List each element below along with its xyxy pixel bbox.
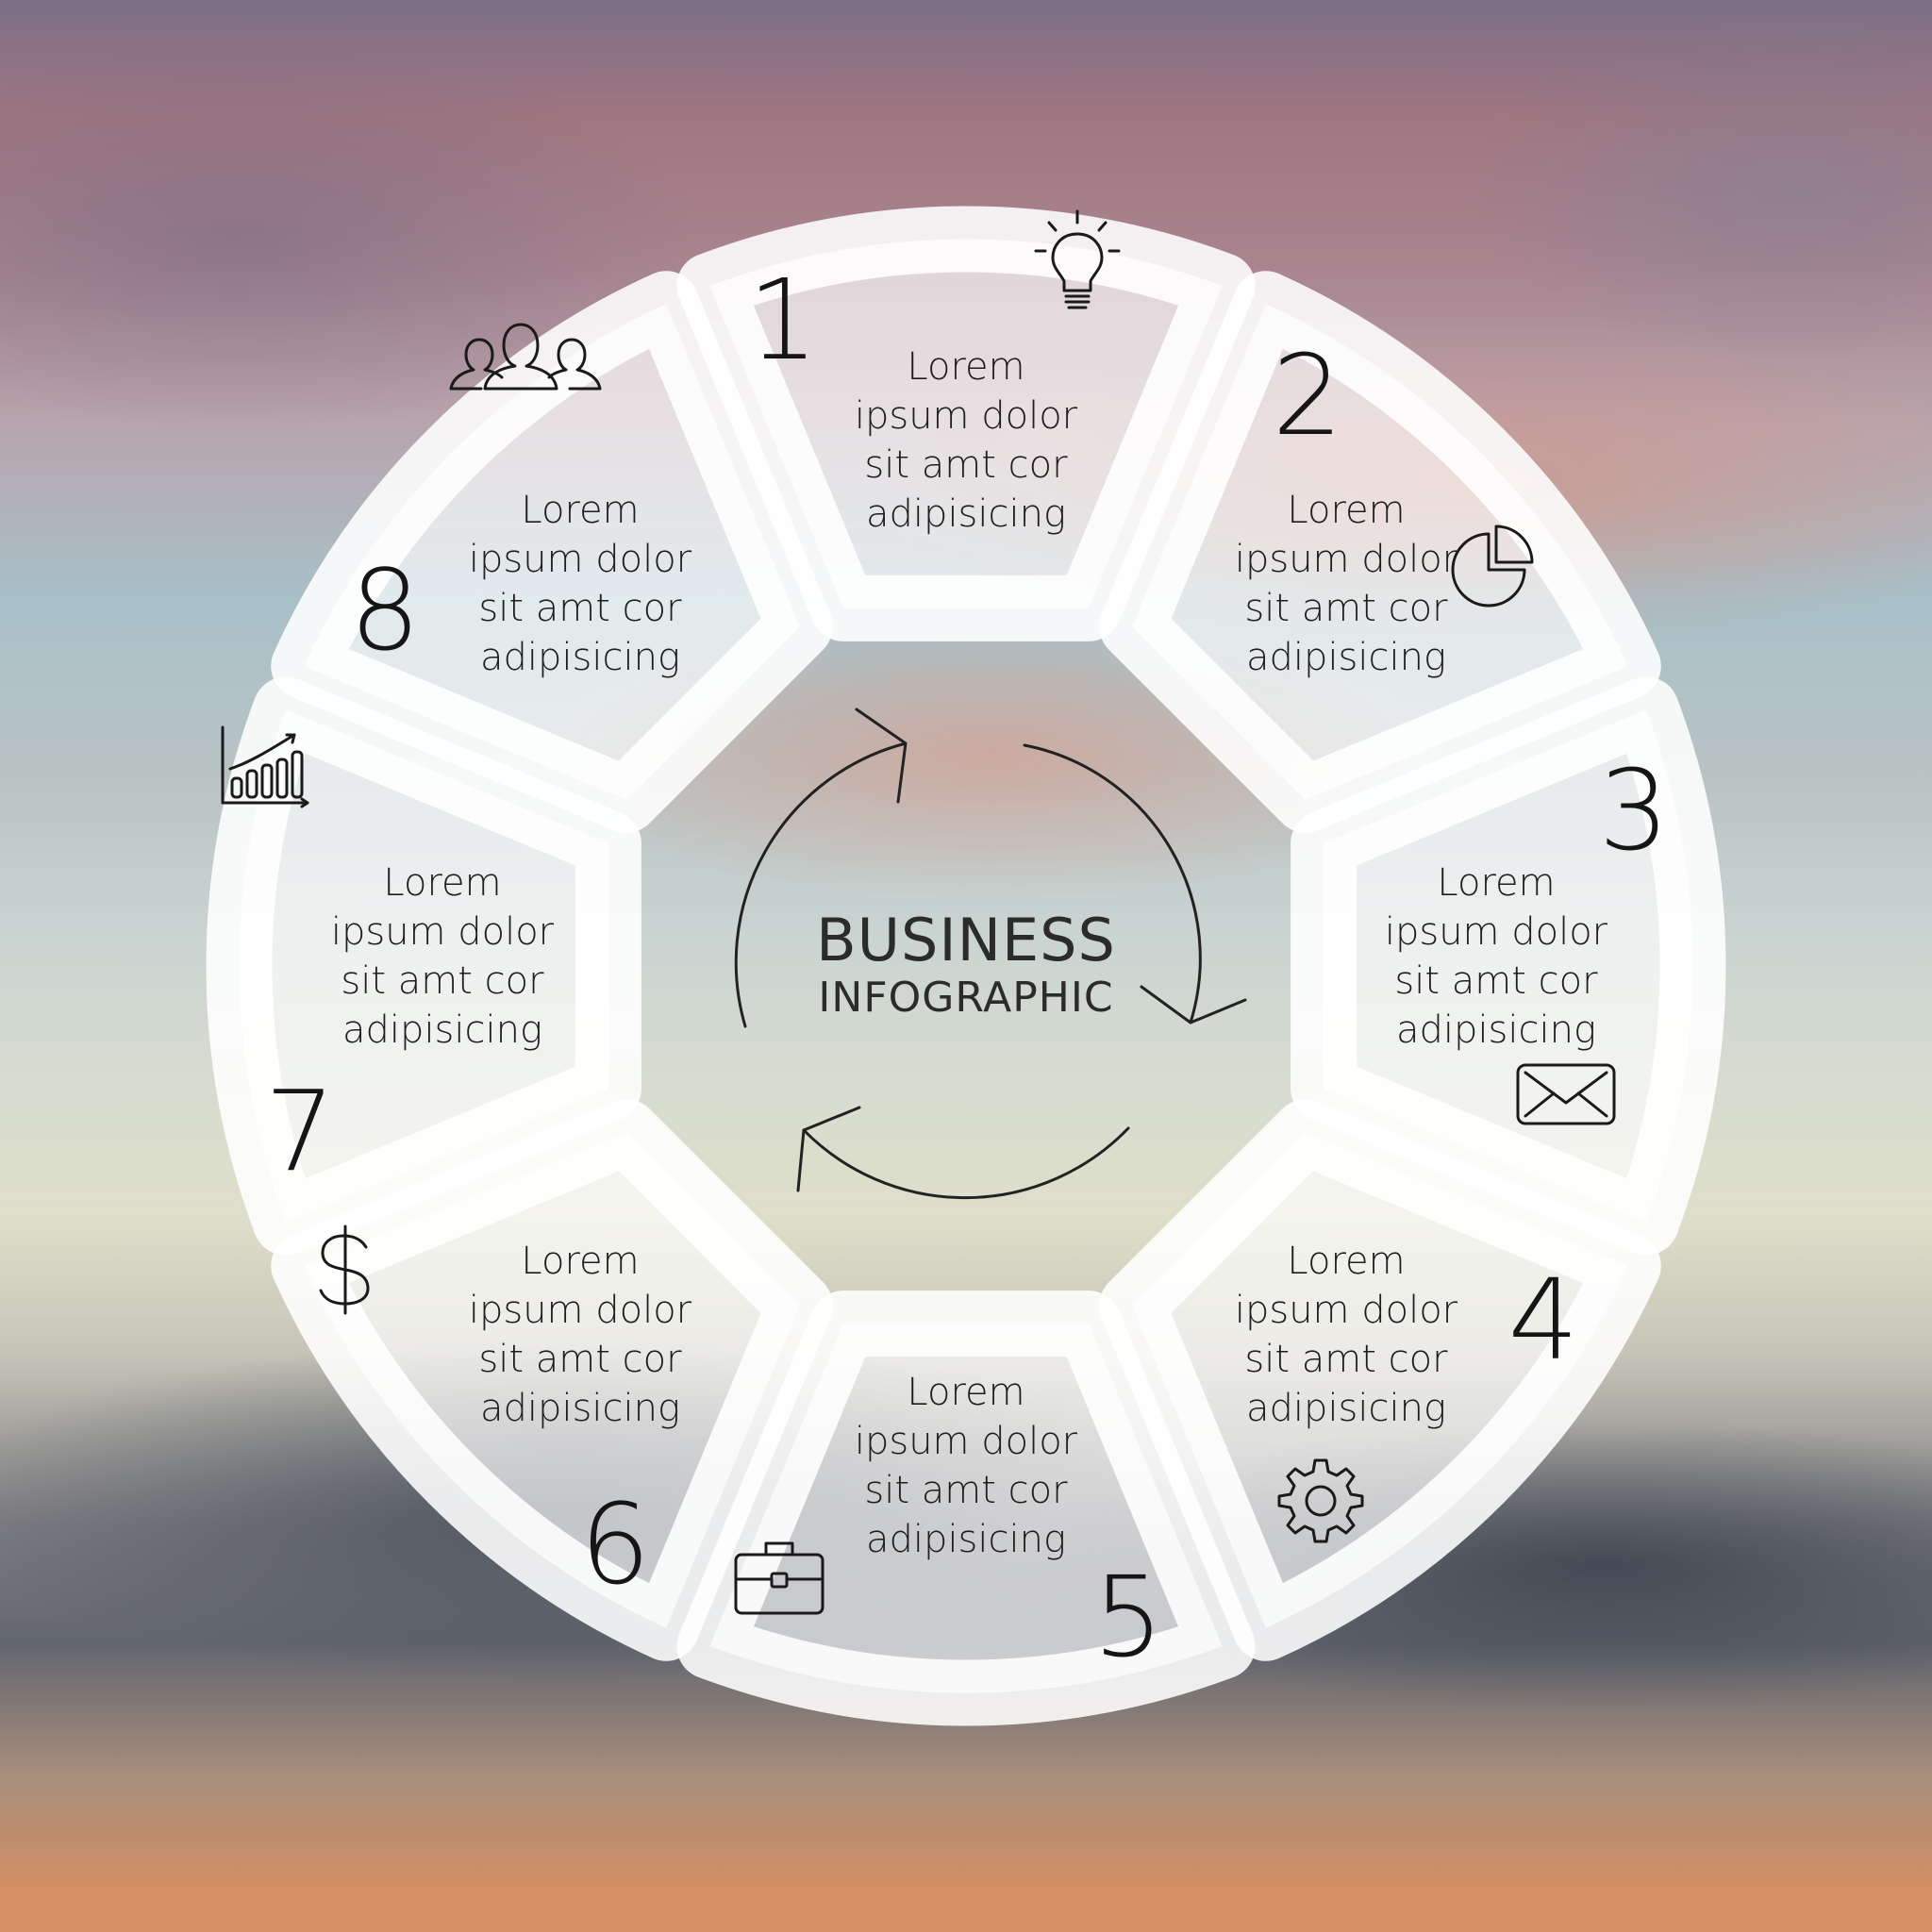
lightbulb-icon xyxy=(1030,206,1124,319)
segment-text-line: ipsum dolor xyxy=(468,538,692,581)
segments-group xyxy=(206,206,1726,1726)
envelope-icon xyxy=(1514,1061,1618,1127)
arrowhead-bottom xyxy=(796,1106,861,1192)
arc-arrow-top-right xyxy=(1023,743,1202,1024)
segment-1-text: Lorem ipsum dolor sit amt cor adipisicing xyxy=(824,342,1108,539)
segment-5-text: Lorem ipsum dolor sit amt cor adipisicing xyxy=(824,1368,1108,1564)
segment-text-line: sit amt cor xyxy=(478,1338,682,1381)
segment-text-line: ipsum dolor xyxy=(854,1420,1078,1463)
segment-text-line: Lorem xyxy=(1287,1240,1406,1283)
segment-text-line: adipisicing xyxy=(1246,636,1446,679)
dollar-icon xyxy=(308,1223,383,1317)
segment-text-line: adipisicing xyxy=(480,636,680,679)
center-title: BUSINESS xyxy=(816,906,1116,974)
people-group-icon xyxy=(445,313,606,398)
arc-arrow-bottom xyxy=(802,1126,1130,1200)
segment-5-number: 5 xyxy=(1092,1552,1164,1682)
segment-4-number: 4 xyxy=(1507,1255,1579,1385)
segment-8-number: 8 xyxy=(349,545,421,675)
pie-chart-icon xyxy=(1445,519,1540,613)
segment-2-text: Lorem ipsum dolor sit amt cor adipisicing xyxy=(1205,486,1488,682)
segment-text-line: Lorem xyxy=(521,489,640,532)
segment-7-text: Lorem ipsum dolor sit amt cor adipisicing xyxy=(301,858,584,1055)
segment-2-number: 2 xyxy=(1272,330,1343,460)
segment-text-line: adipisicing xyxy=(480,1387,680,1430)
segment-1-number: 1 xyxy=(747,255,819,385)
segment-2 xyxy=(1099,271,1661,833)
segment-1 xyxy=(676,206,1256,641)
segment-text-line: adipisicing xyxy=(1246,1387,1446,1430)
segment-6-number: 6 xyxy=(579,1479,651,1609)
segment-text-line: adipisicing xyxy=(866,1518,1066,1561)
segment-text-line: adipisicing xyxy=(342,1008,542,1052)
segment-3-number: 3 xyxy=(1598,745,1670,875)
arrowhead-top-right xyxy=(1140,985,1247,1024)
segment-text-line: ipsum dolor xyxy=(1234,538,1458,581)
segment-3 xyxy=(1291,676,1726,1256)
segment-text-line: Lorem xyxy=(1437,861,1556,905)
briefcase-icon xyxy=(732,1534,826,1619)
segment-4 xyxy=(1099,1099,1661,1661)
segment-text-line: sit amt cor xyxy=(1244,587,1448,630)
segment-8 xyxy=(271,271,833,833)
segment-text-line: ipsum dolor xyxy=(854,394,1078,438)
arc-arrow-left xyxy=(734,741,908,1028)
segment-7-number: 7 xyxy=(264,1066,336,1196)
segment-5 xyxy=(676,1291,1256,1726)
segment-3-text: Lorem ipsum dolor sit amt cor adipisicing xyxy=(1355,858,1638,1055)
segment-text-line: sit amt cor xyxy=(478,587,682,630)
segment-text-line: Lorem xyxy=(383,861,502,905)
segment-text-line: sit amt cor xyxy=(864,1469,1068,1512)
center-subtitle: INFOGRAPHIC xyxy=(818,974,1114,1022)
segment-text-line: Lorem xyxy=(1287,489,1406,532)
segment-text-line: Lorem xyxy=(521,1240,640,1283)
segment-6 xyxy=(271,1099,833,1661)
segment-text-line: sit amt cor xyxy=(864,443,1068,487)
segment-text-line: sit amt cor xyxy=(341,959,544,1003)
segment-text-line: ipsum dolor xyxy=(330,910,555,954)
segment-text-line: sit amt cor xyxy=(1244,1338,1448,1381)
gear-icon xyxy=(1274,1453,1368,1547)
segment-6-text: Lorem ipsum dolor sit amt cor adipisicing xyxy=(439,1237,722,1433)
bar-chart-growth-icon xyxy=(219,724,313,808)
segment-4-text: Lorem ipsum dolor sit amt cor adipisicing xyxy=(1205,1237,1488,1433)
arrowhead-left xyxy=(855,708,908,804)
segment-text-line: sit amt cor xyxy=(1394,959,1598,1003)
segment-text-line: adipisicing xyxy=(866,492,1066,536)
segment-text-line: adipisicing xyxy=(1396,1008,1596,1052)
segment-text-line: Lorem xyxy=(907,1371,1025,1414)
cycle-arrows xyxy=(734,708,1247,1200)
segment-text-line: ipsum dolor xyxy=(468,1289,692,1332)
segment-text-line: Lorem xyxy=(907,345,1025,389)
segment-text-line: ipsum dolor xyxy=(1384,910,1608,954)
segment-8-text: Lorem ipsum dolor sit amt cor adipisicing xyxy=(439,486,722,682)
segment-text-line: ipsum dolor xyxy=(1234,1289,1458,1332)
